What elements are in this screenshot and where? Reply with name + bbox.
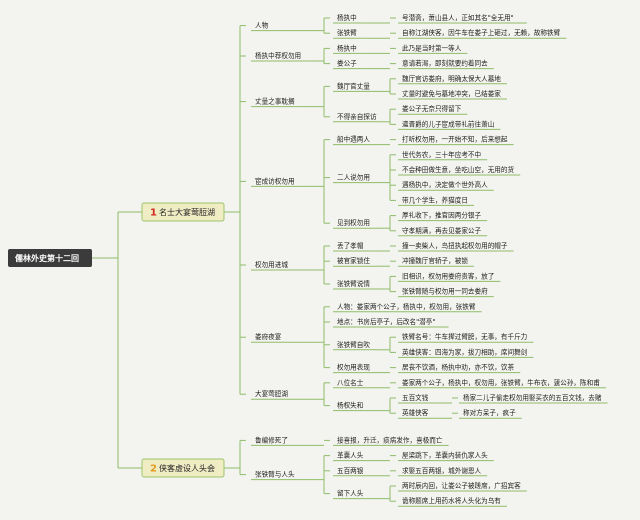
leaf-node: 娄家两个公子，杨执中，权勿用，张铁臂，牛布衣，蘧公孙，陈和甫 — [402, 378, 600, 387]
subtopic-node: 被官家锁住 — [337, 256, 370, 265]
subtopic-node: 权勿用表现 — [337, 363, 370, 372]
leaf-node: 守孝期满，再去见娄家公子 — [402, 226, 482, 235]
subtopic-node: 革囊人头 — [337, 451, 364, 460]
leaf-node: 厚礼收下，推官因两分银子 — [402, 211, 482, 220]
leaf-node: 杨家二儿子偷走权勿用娶买衣的五百文钱，去赌 — [463, 393, 602, 402]
subtopic-node: 八位名士 — [337, 378, 364, 387]
leaf-node: 娄公子无奈只得留下 — [402, 104, 462, 113]
subtopic-node: 娄府夜宴 — [255, 332, 282, 341]
subtopic-node: 杨执中荐权勿用 — [255, 51, 301, 60]
leaf-node: 两时辰内回，让娄公子被蹉席，广招宾客 — [402, 481, 521, 490]
subtopic-node: 张铁臂说情 — [337, 279, 370, 288]
leaf-node: 世代务农，三十年应考不中 — [402, 150, 481, 159]
leaf-node: 居丧不饮酒，杨执中劝，亦不饮，饮茶 — [402, 363, 514, 372]
connector-lines — [92, 17, 608, 507]
leaf-node: 称对方呆子，疯子 — [463, 408, 516, 417]
subtopic-node: 张铁臂自吹 — [337, 340, 370, 349]
subtopic-node: 大宴莺脰湖 — [255, 389, 288, 398]
main-topic-label: 名士大宴莺脰湖 — [159, 207, 215, 217]
leaf-node: 张铁臂随与权勿用一同去娄府 — [402, 287, 488, 296]
leaf-node: 屋梁跳下，革囊内装仇家人头 — [402, 451, 488, 460]
subtopic-node: 杨执中 — [337, 43, 357, 52]
subtopic-node: 丢了孝帽 — [337, 241, 364, 250]
main-topic-label: 侠客虚设人头会 — [159, 463, 215, 473]
subtopic-node: 人物 — [255, 21, 269, 30]
leaf-node: 此乃是当时第一等人 — [402, 43, 462, 52]
subtopic-node: 杨权失和 — [337, 401, 363, 410]
subtopic-node: 张铁臂与人头 — [255, 470, 295, 479]
main-topic-box — [141, 202, 225, 222]
subtopic-node: 魏厅官丈量 — [337, 81, 370, 90]
branch-number: 1 — [150, 208, 157, 219]
subtopic-node: 船中遇两人 — [337, 135, 370, 144]
leaf-node: 铁臂名号：牛车撵过臂膀，无事，有千斤力 — [402, 332, 527, 341]
leaf-node: 英雄侠客：四海为家，拔刀相助，席间舞剑 — [402, 347, 528, 356]
leaf-node: 意请若渴，即刻就要约着同去 — [402, 59, 488, 68]
subtopic-node: 娄公子 — [337, 59, 357, 68]
leaf-node: 自称江湖侠客，因牛车在娄子上砸过，无赖，故称铁臂 — [402, 28, 561, 37]
subtopic-node: 五百两银 — [337, 466, 364, 475]
root-label: 儒林外史第十二回 — [14, 253, 79, 263]
subtopic-node: 杨执中 — [337, 13, 357, 22]
leaf-node: 魏厅官访娄府，明确太保大人墓地 — [402, 74, 501, 83]
leaf-node: 诡称题席上用药水将人头化为乌有 — [402, 496, 501, 505]
subtopic-node: 留下人头 — [337, 489, 364, 498]
leaf-node: 打听权勿用，一开始不知，后来想起 — [402, 135, 508, 144]
mind-map-nodes: 人物杨执中号潜斋，萧山县人，正如其名"全无用"张铁臂自称江湖侠客，因牛车在娄子上… — [8, 13, 602, 505]
subtopic-node: 丈量之事耽搁 — [255, 97, 295, 106]
subtopic-node: 权勿用进城 — [255, 260, 288, 269]
leaf-node: 旧相识，权勿用娄府贵客，放了 — [402, 271, 494, 280]
root-box — [8, 249, 92, 267]
leaf-node: 遣晋爵的儿子宦成带礼前往萧山 — [402, 119, 494, 128]
subtopic-node: 见到权勿用 — [337, 218, 370, 227]
leaf-node: 求娶五百两银，城外谢恩人 — [402, 466, 482, 475]
main-topic-box — [141, 458, 225, 478]
branch-number: 2 — [150, 464, 157, 475]
leaf-node: 遇杨执中，决定做个世外高人 — [402, 180, 488, 189]
leaf-node: 带几个学生，养猫度日 — [402, 195, 468, 204]
leaf-node: 接喜报，升迁，痰病发作，喜极而亡 — [337, 435, 443, 444]
leaf-node: 丈量时避免与墓地冲突，已结娄家 — [402, 89, 501, 98]
leaf-node: 撞一卖柴人，鸟扭执起权勿用的帽子 — [402, 241, 508, 250]
subtopic-node: 英雄侠客 — [402, 408, 429, 417]
subtopic-node: 不得亲自探访 — [337, 112, 377, 121]
leaf-node: 号潜斋，萧山县人，正如其名"全无用" — [402, 13, 514, 22]
subtopic-node: 张铁臂 — [337, 28, 357, 37]
subtopic-node: 宦成访权勿用 — [255, 176, 295, 185]
root-topic: 儒林外史第十二回 — [8, 249, 92, 267]
subtopic-node: 五百文钱 — [402, 393, 429, 402]
leaf-node: 人物：娄家两个公子，杨执中，权勿用，张铁臂 — [337, 302, 476, 311]
subtopic-node: 二人说勿用 — [337, 173, 370, 182]
leaf-node: 冲撞魏厅官轿子，被锁 — [402, 256, 468, 265]
leaf-node: 地点：书房后亭子，后改名"潜亭" — [337, 317, 435, 326]
subtopic-node: 鲁编修死了 — [255, 435, 288, 444]
leaf-node: 不会种田做生意，坐吃山空，无用的货 — [402, 165, 514, 174]
